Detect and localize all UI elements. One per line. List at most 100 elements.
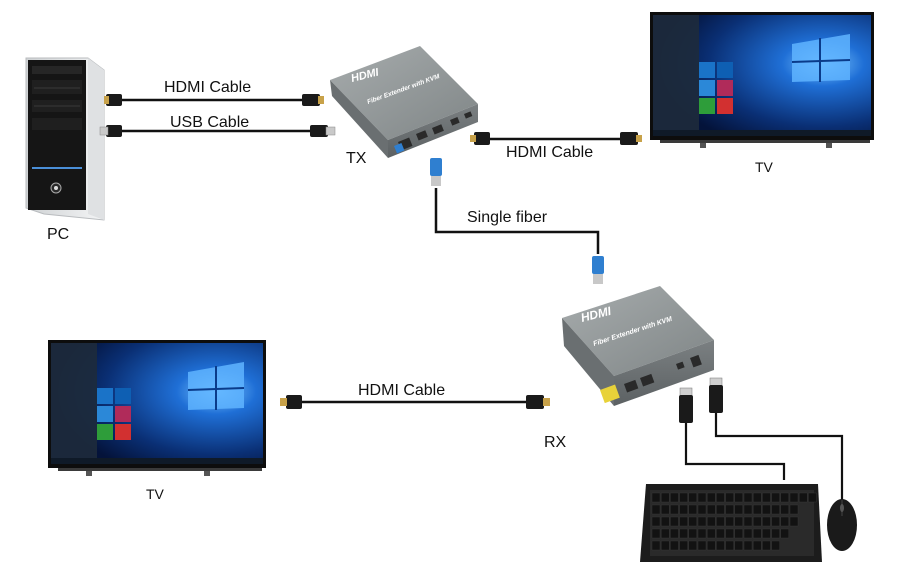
keyboard-key [716,492,725,503]
keyboard-key [661,492,670,503]
keyboard-key [734,540,743,551]
keyboard-key [725,492,734,503]
usb-cable-pc-tx [99,125,336,137]
keyboard-key [697,540,707,551]
keyboard-key [716,540,725,551]
keyboard-key [753,492,762,503]
keyboard-key [707,516,716,527]
keyboard-key [670,492,679,503]
keyboard-key [743,540,753,551]
keyboard-key [651,492,661,503]
keyboard-key [651,516,661,527]
keyboard-key [651,504,661,515]
keyboard-key [743,528,753,539]
keyboard-key [707,504,716,515]
keyboard-key [661,528,670,539]
tv-bottom-label: TV [146,486,165,502]
tv-bottom [48,340,266,476]
keyboard-key [707,492,716,503]
keyboard [640,484,822,562]
keyboard-key [762,540,771,551]
single-fiber-cable [430,158,604,284]
keyboard-key [679,492,688,503]
keyboard-key [697,504,707,515]
keyboard-key [753,504,762,515]
keyboard-key [762,516,771,527]
keyboard-key [753,528,762,539]
keyboard-key [707,540,716,551]
keyboard-key [771,540,780,551]
keyboard-key [771,528,780,539]
keyboard-key [716,504,725,515]
mouse [827,499,857,551]
keyboard-key [688,528,697,539]
keyboard-key [789,504,799,515]
single-fiber-label: Single fiber [467,209,548,226]
keyboard-key [808,492,817,503]
keyboard-key [725,504,734,515]
keyboard-key [688,504,697,515]
keyboard-key [651,540,661,551]
keyboard-key [679,540,688,551]
keyboard-key [725,540,734,551]
keyboard-key [753,540,762,551]
keyboard-key [780,516,789,527]
keyboard-key [771,504,780,515]
keyboard-key [679,528,688,539]
hdmi-cable-tv-bottom-label: HDMI Cable [358,382,445,399]
keyboard-key [716,516,725,527]
keyboard-key [679,516,688,527]
keyboard-key [780,528,789,539]
hdmi-cable-pc-tx [104,94,324,106]
keyboard-key [688,516,697,527]
keyboard-key [734,528,743,539]
keyboard-key [688,540,697,551]
keyboard-key [661,504,670,515]
keyboard-key [734,492,743,503]
keyboard-key [725,516,734,527]
keyboard-key [789,516,799,527]
pc-label: PC [47,226,69,243]
tx-label: TX [346,150,367,167]
keyboard-key [697,492,707,503]
keyboard-key [688,492,697,503]
tx-device: HDMI Fiber Extender with KVM [330,46,478,158]
keyboard-key [661,540,670,551]
usb-cables-rx-peripherals [679,377,844,500]
keyboard-key [670,516,679,527]
keyboard-key [725,528,734,539]
keyboard-key [734,504,743,515]
keyboard-key [780,504,789,515]
keyboard-key [716,528,725,539]
rx-label: RX [544,434,567,451]
hdmi-cable-pc-label: HDMI Cable [164,79,251,96]
keyboard-key [670,540,679,551]
tv-top-label: TV [755,159,774,175]
keyboard-key [762,492,771,503]
keyboard-key [762,528,771,539]
keyboard-key [661,516,670,527]
keyboard-key [743,492,753,503]
keyboard-key [707,528,716,539]
keyboard-key [743,516,753,527]
keyboard-key [697,528,707,539]
keyboard-key [762,504,771,515]
keyboard-key [670,504,679,515]
keyboard-key [789,492,799,503]
keyboard-key [771,516,780,527]
hdmi-cable-tv-top-label: HDMI Cable [506,144,593,161]
keyboard-key [799,492,808,503]
pc-tower [25,57,105,221]
hdmi-cable-tx-tv-top [470,132,642,145]
keyboard-key [697,516,707,527]
hdmi-cable-rx-tv-bottom [280,395,550,409]
keyboard-key [743,504,753,515]
rx-device: HDMI Fiber Extender with KVM [562,286,714,406]
keyboard-key [670,528,679,539]
keyboard-key [780,492,789,503]
keyboard-key [753,516,762,527]
keyboard-key [734,516,743,527]
keyboard-key [771,492,780,503]
tv-top [650,12,874,148]
